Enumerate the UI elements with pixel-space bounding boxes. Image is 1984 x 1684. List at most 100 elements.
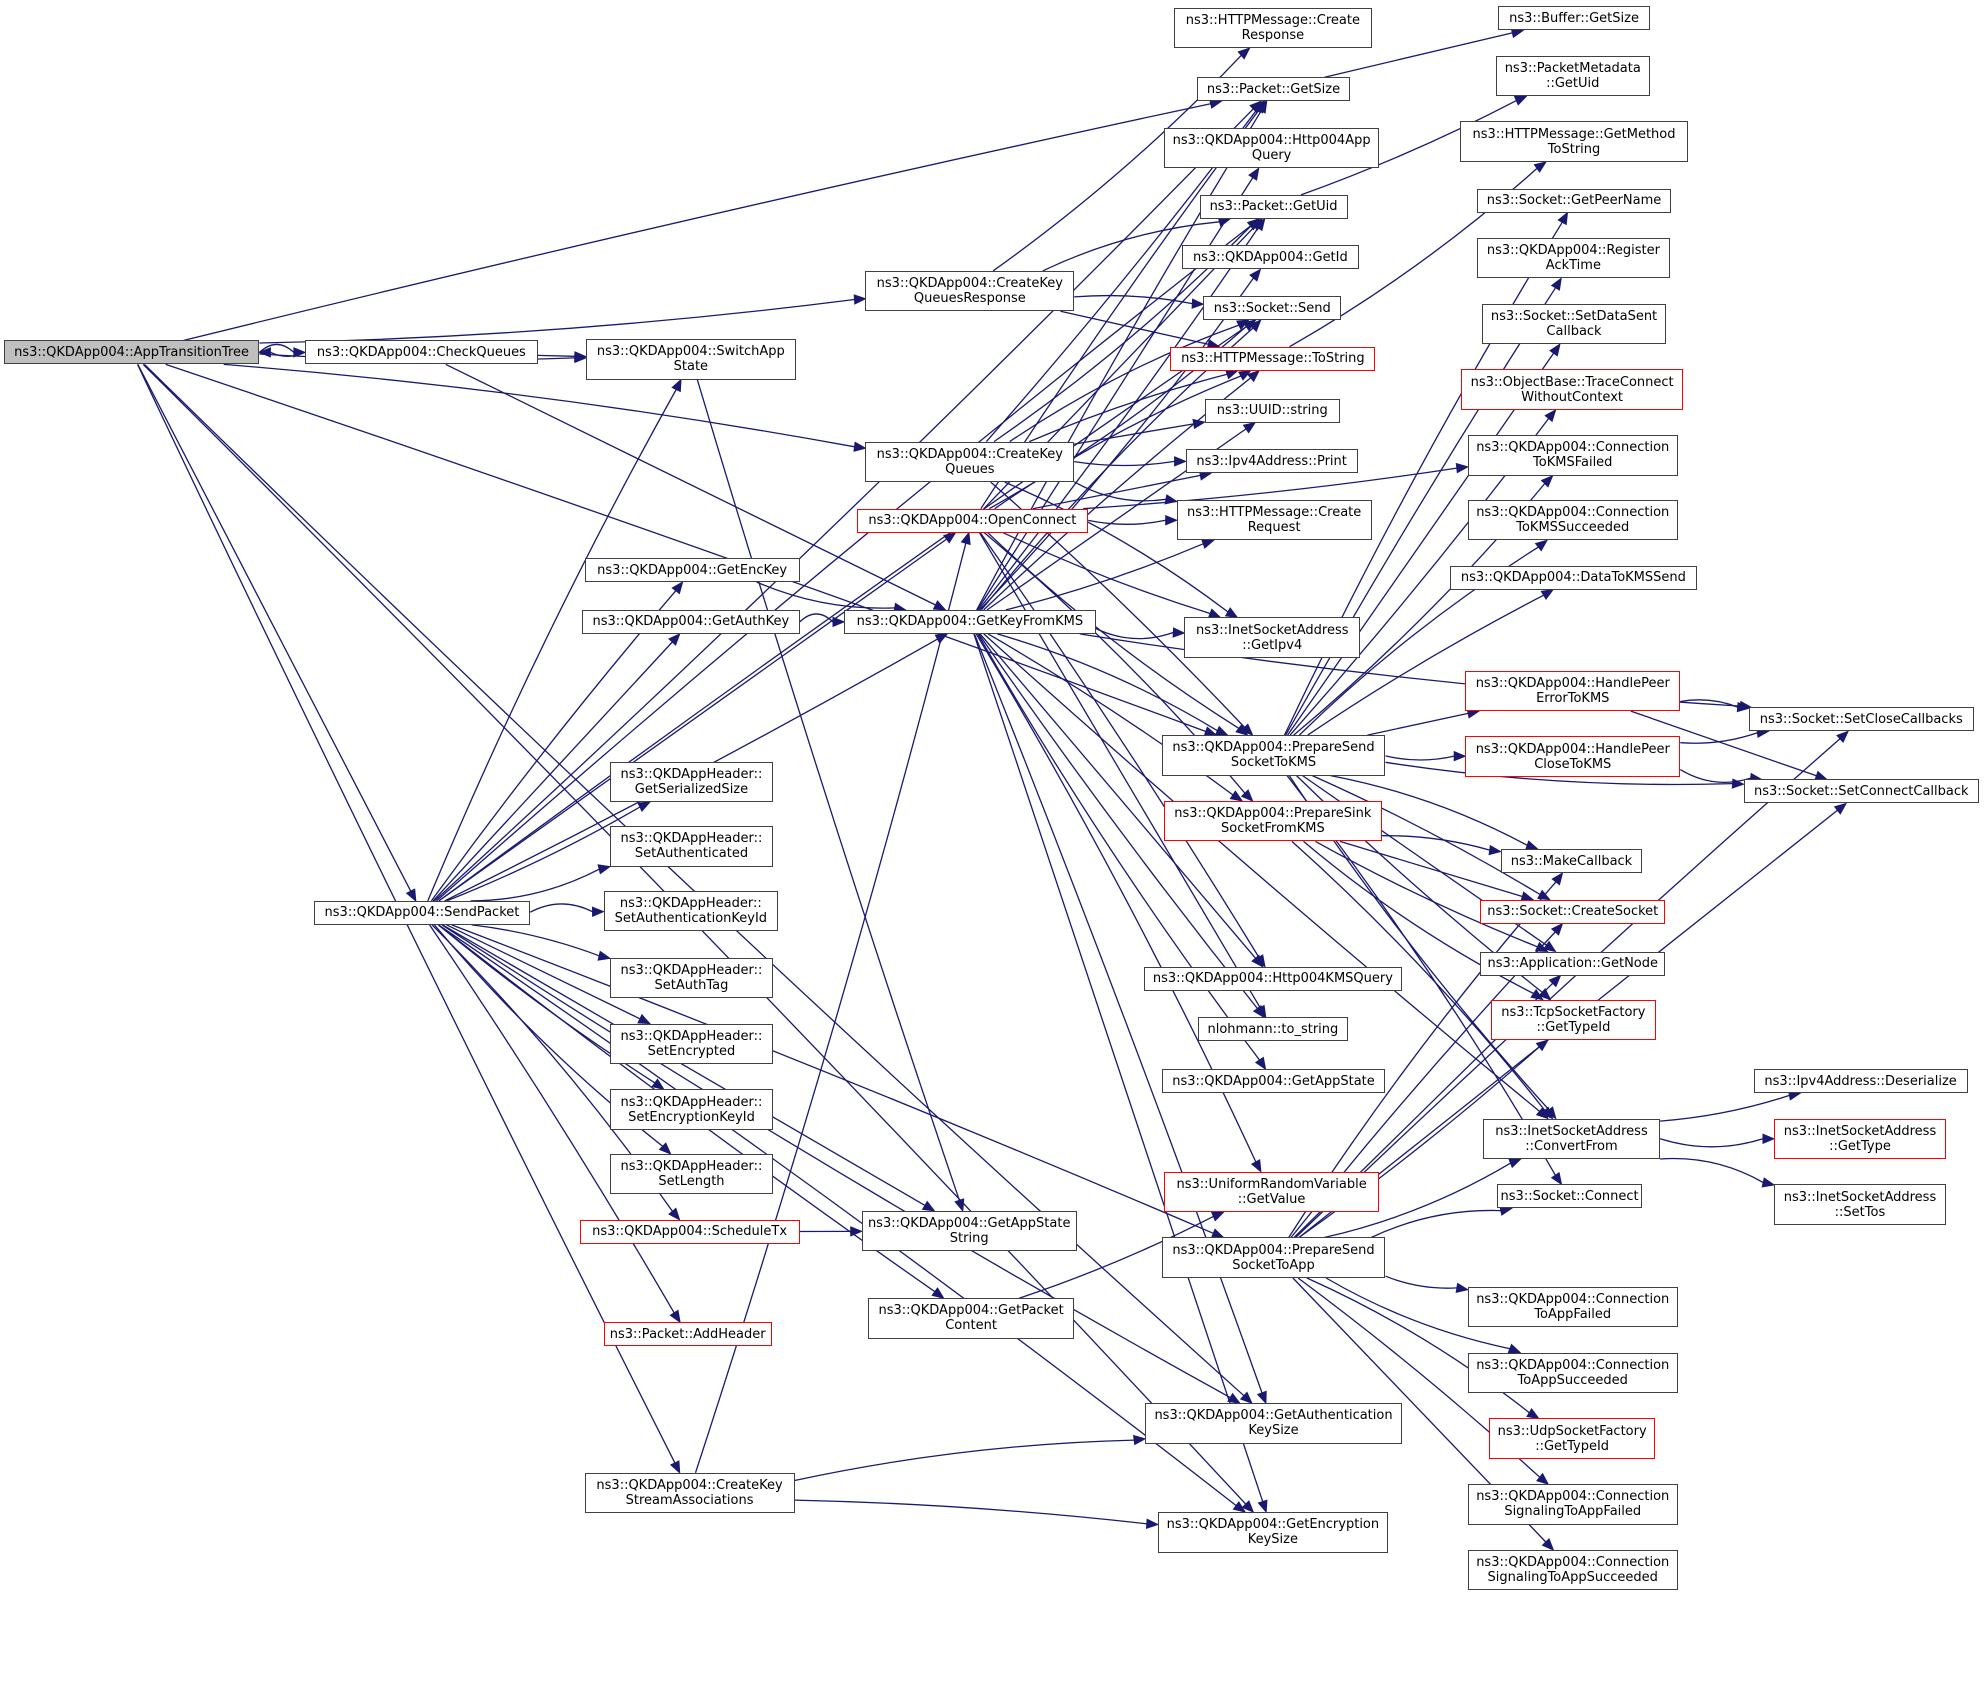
node-set-auth-tag[interactable]: ns3::QKDAppHeader:: SetAuthTag [610, 958, 773, 998]
edge-prepare-send-socket-to-app-to-conn-to-app-failed [1386, 1276, 1457, 1288]
edge-app-transition-tree-to-create-key-queues-response [259, 300, 854, 344]
node-make-callback[interactable]: ns3::MakeCallback [1501, 849, 1643, 873]
node-get-key-from-kms[interactable]: ns3::QKDApp004::GetKeyFromKMS [844, 610, 1096, 634]
arrowhead-icon [1230, 791, 1242, 801]
node-conn-to-kmssucceeded[interactable]: ns3::QKDApp004::Connection ToKMSSucceede… [1468, 500, 1678, 540]
node-set-connect-callback[interactable]: ns3::Socket::SetConnectCallback [1744, 779, 1979, 803]
edge-prepare-send-socket-to-kms-to-handle-peer-error [1367, 713, 1468, 735]
arrowhead-icon [1545, 410, 1555, 421]
arrowhead-icon [1536, 540, 1547, 550]
node-set-data-sent-callback[interactable]: ns3::Socket::SetDataSent Callback [1482, 304, 1667, 344]
arrowhead-icon [1250, 270, 1260, 281]
node-conn-to-app-succeeded[interactable]: ns3::QKDApp004::Connection ToAppSucceede… [1468, 1353, 1678, 1393]
node-schedule-tx[interactable]: ns3::QKDApp004::ScheduleTx [580, 1220, 800, 1244]
node-get-app-state[interactable]: ns3::QKDApp004::GetAppState [1162, 1069, 1386, 1093]
edge-app-transition-tree-to-send-packet [138, 364, 411, 891]
node-prepare-send-socket-to-kms[interactable]: ns3::QKDApp004::PrepareSend SocketToKMS [1162, 735, 1386, 775]
node-get-auth-key[interactable]: ns3::QKDApp004::GetAuthKey [582, 610, 800, 634]
node-tcp-get-type-id[interactable]: ns3::TcpSocketFactory ::GetTypeId [1491, 1000, 1657, 1040]
arrowhead-icon [598, 951, 610, 960]
node-socket-send[interactable]: ns3::Socket::Send [1203, 296, 1341, 320]
arrowhead-icon [944, 533, 956, 543]
node-get-packet-content[interactable]: ns3::QKDApp004::GetPacket Content [868, 1298, 1074, 1338]
node-create-key-stream-associations[interactable]: ns3::QKDApp004::CreateKey StreamAssociat… [585, 1473, 795, 1513]
node-get-node[interactable]: ns3::Application::GetNode [1480, 952, 1665, 976]
node-get-id[interactable]: ns3::QKDApp004::GetId [1182, 245, 1359, 269]
arrowhead-icon [1552, 873, 1562, 885]
node-get-ipv4[interactable]: ns3::InetSocketAddress ::GetIpv4 [1184, 617, 1360, 657]
node-set-length[interactable]: ns3::QKDAppHeader:: SetLength [610, 1154, 773, 1194]
node-ipv4-print[interactable]: ns3::Ipv4Address::Print [1186, 449, 1358, 473]
edge-convert-from-to-ipv4-deserialize [1660, 1095, 1789, 1121]
node-packet-get-uid[interactable]: ns3::Packet::GetUid [1200, 195, 1348, 219]
edge-handle-peer-close-to-set-close-callbacks [1680, 733, 1757, 743]
node-set-encrypted[interactable]: ns3::QKDAppHeader:: SetEncrypted [610, 1024, 773, 1064]
node-check-queues[interactable]: ns3::QKDApp004::CheckQueues [305, 340, 538, 364]
node-inet-set-tos[interactable]: ns3::InetSocketAddress ::SetTos [1774, 1184, 1946, 1224]
edge-prepare-send-socket-to-kms-to-handle-peer-close [1386, 756, 1455, 760]
node-create-key-queues[interactable]: ns3::QKDApp004::CreateKey Queues [865, 442, 1074, 482]
node-httpto-string[interactable]: ns3::HTTPMessage::ToString [1170, 347, 1375, 371]
arrowhead-icon [1515, 96, 1527, 105]
node-get-app-state-string[interactable]: ns3::QKDApp004::GetAppState String [862, 1211, 1077, 1251]
node-get-auth-key-size[interactable]: ns3::QKDApp004::GetAuthentication KeySiz… [1145, 1403, 1402, 1443]
arrowhead-icon [1202, 540, 1214, 549]
node-send-packet[interactable]: ns3::QKDApp004::SendPacket [314, 901, 530, 925]
arrowhead-icon [1527, 1409, 1539, 1419]
node-handle-peer-error[interactable]: ns3::QKDApp004::HandlePeer ErrorToKMS [1465, 671, 1680, 711]
edge-send-packet-to-set-authenticated [471, 869, 600, 901]
node-conn-to-kmsfailed[interactable]: ns3::QKDApp004::Connection ToKMSFailed [1468, 435, 1678, 475]
node-prepare-sink-socket-from-kms[interactable]: ns3::QKDApp004::PrepareSink SocketFromKM… [1164, 801, 1382, 841]
arrowhead-icon [1541, 590, 1553, 600]
arrowhead-icon [1216, 727, 1228, 736]
node-switch-app-state[interactable]: ns3::QKDApp004::SwitchApp State [586, 339, 796, 379]
arrowhead-icon [932, 1288, 944, 1298]
node-inet-get-type[interactable]: ns3::InetSocketAddress ::GetType [1774, 1119, 1946, 1159]
node-ipv4-deserialize[interactable]: ns3::Ipv4Address::Deserialize [1754, 1069, 1968, 1093]
node-conn-to-app-failed[interactable]: ns3::QKDApp004::Connection ToAppFailed [1468, 1287, 1678, 1327]
node-set-authenticated[interactable]: ns3::QKDAppHeader:: SetAuthenticated [610, 826, 773, 866]
node-open-connect[interactable]: ns3::QKDApp004::OpenConnect [857, 509, 1089, 533]
node-set-encryption-key-id[interactable]: ns3::QKDAppHeader:: SetEncryptionKeyId [610, 1089, 773, 1129]
node-handle-peer-close[interactable]: ns3::QKDApp004::HandlePeer CloseToKMS [1465, 736, 1680, 776]
arrowhead-icon [1175, 457, 1186, 466]
node-packet-get-size[interactable]: ns3::Packet::GetSize [1197, 77, 1350, 101]
node-http004-kmsquery[interactable]: ns3::QKDApp004::Http004KMSQuery [1144, 967, 1402, 991]
node-udp-get-type-id[interactable]: ns3::UdpSocketFactory ::GetTypeId [1489, 1418, 1655, 1458]
node-get-method-to-string[interactable]: ns3::HTTPMessage::GetMethod ToString [1460, 121, 1688, 161]
node-trace-connect[interactable]: ns3::ObjectBase::TraceConnect WithoutCon… [1461, 369, 1682, 409]
node-set-authentication-key-id[interactable]: ns3::QKDAppHeader:: SetAuthenticationKey… [604, 891, 779, 931]
node-add-header[interactable]: ns3::Packet::AddHeader [604, 1322, 772, 1346]
node-metadata-get-uid[interactable]: ns3::PacketMetadata ::GetUid [1496, 56, 1650, 96]
node-get-peer-name[interactable]: ns3::Socket::GetPeerName [1477, 189, 1672, 213]
node-convert-from[interactable]: ns3::InetSocketAddress ::ConvertFrom [1483, 1119, 1660, 1159]
node-set-close-callbacks[interactable]: ns3::Socket::SetCloseCallbacks [1749, 707, 1974, 731]
node-data-to-kmssend[interactable]: ns3::QKDApp004::DataToKMSSend [1450, 566, 1697, 590]
node-get-enc-key-size[interactable]: ns3::QKDApp004::GetEncryption KeySize [1158, 1512, 1388, 1552]
node-urvget-value[interactable]: ns3::UniformRandomVariable ::GetValue [1164, 1172, 1379, 1212]
node-create-request[interactable]: ns3::HTTPMessage::Create Request [1177, 500, 1372, 540]
node-create-key-queues-response[interactable]: ns3::QKDApp004::CreateKey QueuesResponse [865, 271, 1074, 311]
arrowhead-icon [1256, 1058, 1266, 1070]
node-get-enc-key[interactable]: ns3::QKDApp004::GetEncKey [585, 558, 800, 582]
node-uuidstring[interactable]: ns3::UUID::string [1205, 399, 1340, 423]
arrowhead-icon [1763, 1134, 1774, 1143]
node-create-socket[interactable]: ns3::Socket::CreateSocket [1480, 900, 1665, 924]
arrowhead-icon [923, 1202, 935, 1211]
node-register-ack-time[interactable]: ns3::QKDApp004::Register AckTime [1477, 238, 1671, 278]
node-conn-sig-failed[interactable]: ns3::QKDApp004::Connection SignalingToAp… [1468, 1484, 1678, 1524]
node-buffer-get-size[interactable]: ns3::Buffer::GetSize [1498, 6, 1650, 30]
arrowhead-icon [1762, 1178, 1774, 1187]
node-socket-connect[interactable]: ns3::Socket::Connect [1497, 1184, 1643, 1208]
node-create-response[interactable]: ns3::HTTPMessage::Create Response [1174, 8, 1371, 48]
node-to-string-nl[interactable]: nlohmann::to_string [1198, 1017, 1347, 1041]
arrowhead-icon [1244, 423, 1256, 433]
arrowhead-icon [1166, 516, 1177, 525]
node-get-serialized-size[interactable]: ns3::QKDAppHeader:: GetSerializedSize [610, 762, 773, 802]
arrowhead-icon [1258, 1391, 1267, 1403]
node-conn-sig-succeeded[interactable]: ns3::QKDApp004::Connection SignalingToAp… [1468, 1550, 1678, 1590]
node-prepare-send-socket-to-app[interactable]: ns3::QKDApp004::PrepareSend SocketToApp [1162, 1237, 1386, 1277]
arrowhead-icon [1456, 464, 1467, 473]
arrowhead-icon [672, 582, 682, 594]
node-http004-app-query[interactable]: ns3::QKDApp004::Http004App Query [1164, 128, 1379, 168]
